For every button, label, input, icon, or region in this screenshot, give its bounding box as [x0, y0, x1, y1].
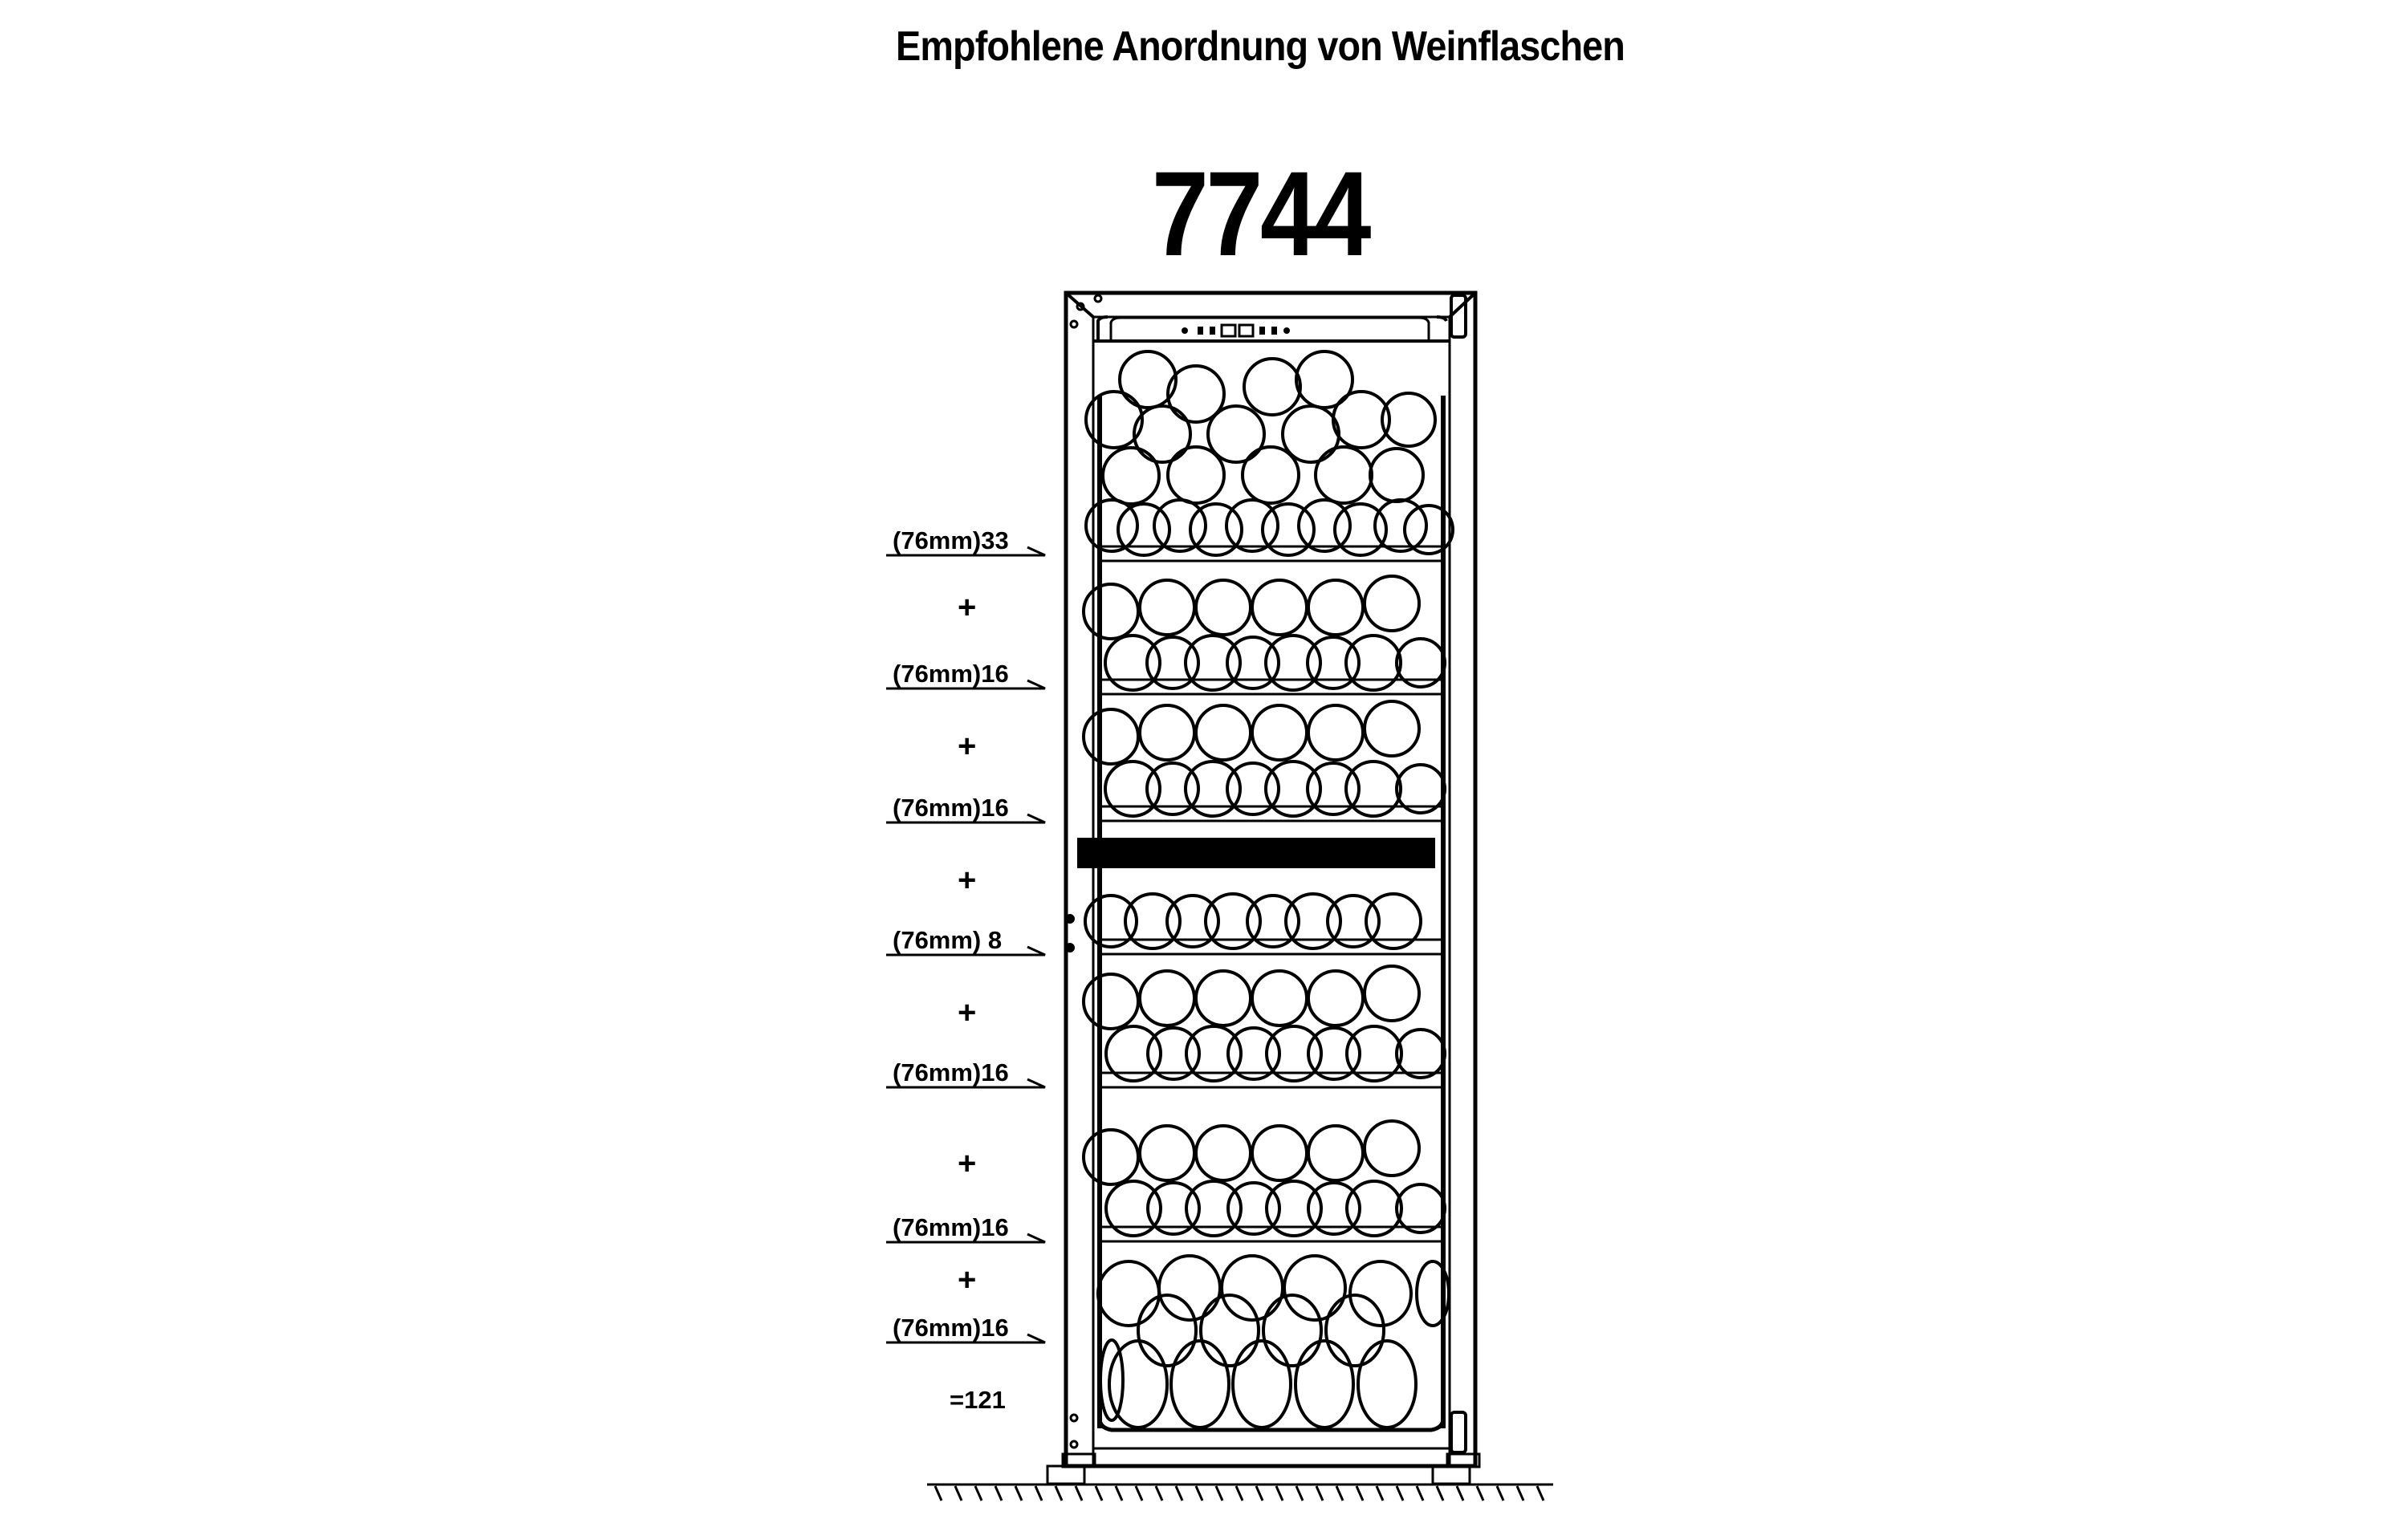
total-bottles: =121 — [950, 1386, 1006, 1414]
plus-sign: + — [958, 729, 977, 764]
page-title: Empfohlene Anordnung von Weinflaschen — [896, 23, 1625, 70]
control-panel — [1093, 315, 1450, 343]
floor — [927, 1483, 1553, 1501]
bottles — [1082, 350, 1454, 1429]
zone-label: (76mm)16 — [893, 660, 1009, 688]
cabinet-feet — [1046, 1452, 1481, 1485]
zone-label: (76mm) 8 — [893, 926, 1003, 954]
bottom-basket — [1097, 1252, 1446, 1432]
hinge-icon — [1450, 294, 1467, 1454]
zone-label: (76mm)16 — [893, 1058, 1009, 1086]
plus-sign: + — [958, 1262, 977, 1298]
zone-label: (76mm)16 — [893, 1213, 1009, 1241]
plus-sign: + — [958, 1146, 977, 1181]
zone-label: (76mm)16 — [893, 1314, 1009, 1342]
leader-lines — [886, 546, 1046, 1344]
plus-sign: + — [958, 863, 977, 898]
zone-label: (76mm)16 — [893, 794, 1009, 822]
plus-sign: + — [958, 995, 977, 1030]
zone-divider — [1077, 838, 1435, 868]
plus-sign: + — [958, 590, 977, 625]
model-number: 7744 — [1151, 146, 1371, 281]
zone-label: (76mm)33 — [893, 526, 1009, 554]
cabinet-frame — [1064, 290, 1478, 1468]
